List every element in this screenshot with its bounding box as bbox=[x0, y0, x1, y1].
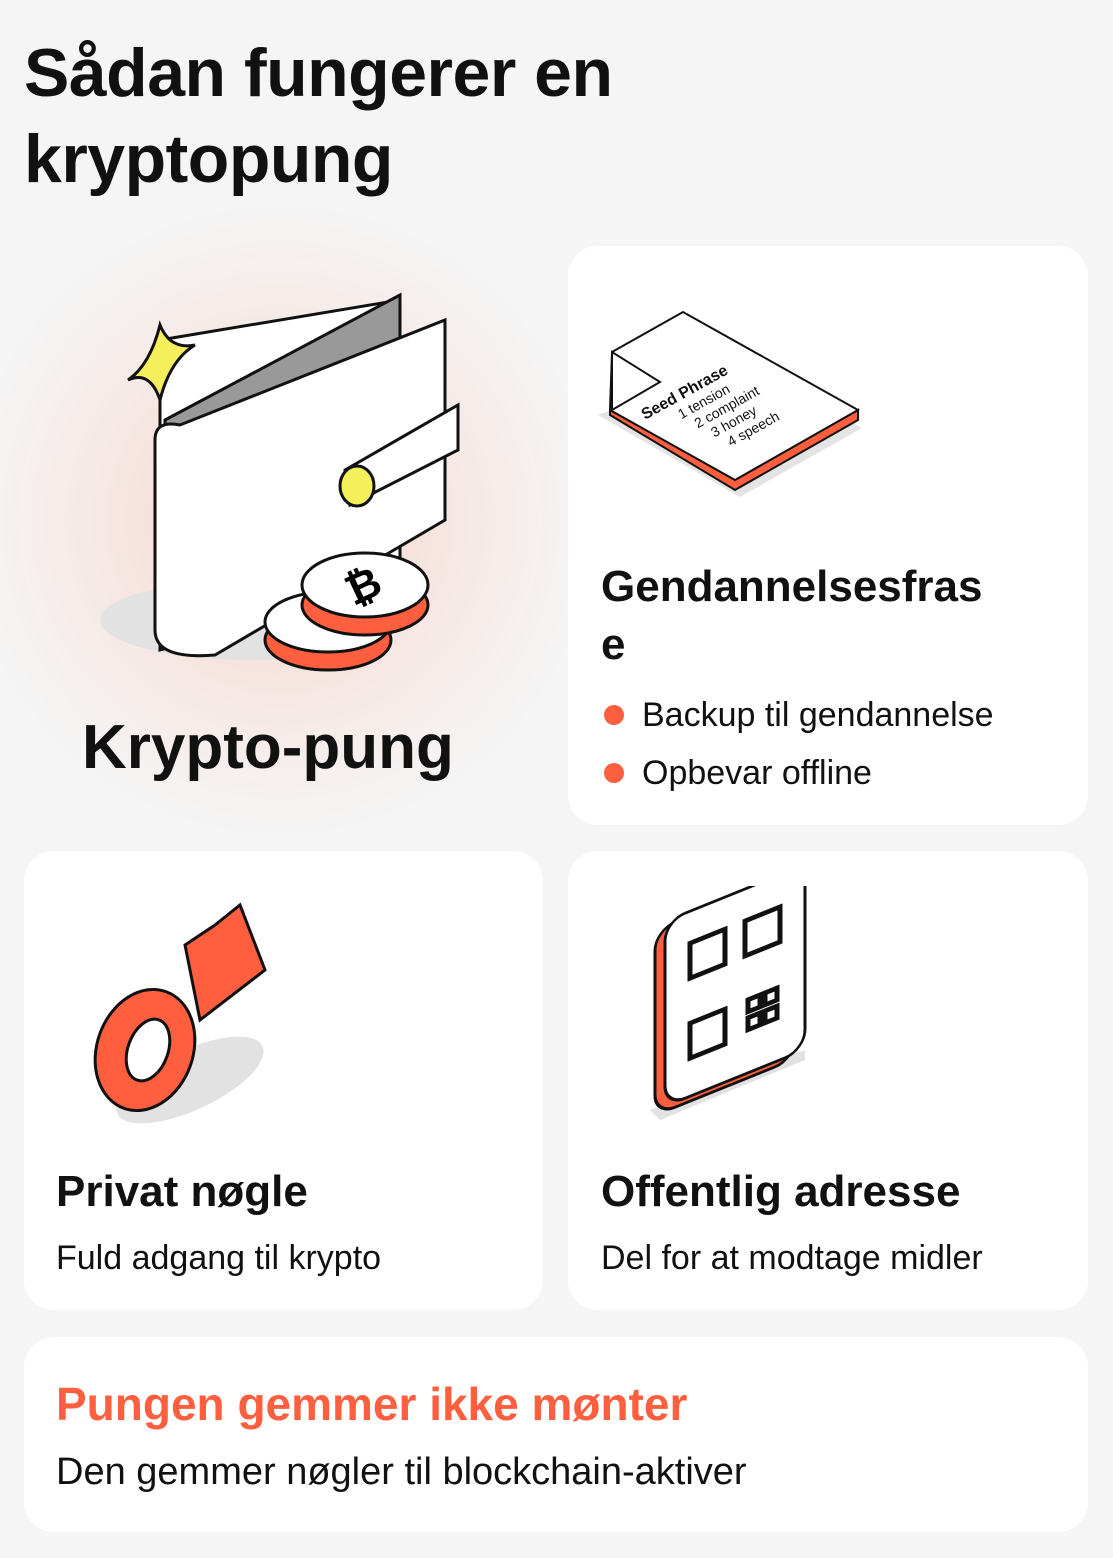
public-address-title: Offentlig adresse bbox=[601, 1167, 961, 1216]
private-key-title: Privat nøgle bbox=[56, 1167, 308, 1216]
wallet-icon: ₿ bbox=[100, 292, 460, 672]
bullet-dot-icon bbox=[604, 705, 624, 725]
seed-bullets: Backup til gendannelse Opbevar offline bbox=[604, 686, 994, 802]
public-address-card: Offentlig adresse Del for at modtage mid… bbox=[568, 851, 1088, 1310]
private-key-subtitle: Fuld adgang til krypto bbox=[56, 1239, 382, 1277]
summary-banner: Pungen gemmer ikke mønter Den gemmer nøg… bbox=[24, 1337, 1088, 1532]
key-icon bbox=[93, 902, 267, 1124]
bullet-dot-icon bbox=[604, 763, 624, 783]
private-key-card: Privat nøgle Fuld adgang til krypto bbox=[24, 851, 543, 1310]
seed-phrase-card: Seed Phrase 1 tension 2 complaint 3 hone… bbox=[568, 246, 1088, 825]
wallet-label: Krypto-pung bbox=[82, 713, 454, 782]
bullet-item: Opbevar offline bbox=[604, 744, 994, 802]
public-address-subtitle: Del for at modtage midler bbox=[601, 1239, 983, 1277]
banner-title: Pungen gemmer ikke mønter bbox=[56, 1378, 688, 1430]
page-title: Sådan fungerer en kryptopung bbox=[24, 35, 613, 197]
bullet-item: Backup til gendannelse bbox=[604, 686, 994, 744]
banner-subtitle: Den gemmer nøgler til blockchain-aktiver bbox=[56, 1451, 747, 1493]
qr-code-icon bbox=[650, 886, 807, 1120]
seed-phrase-paper-icon: Seed Phrase 1 tension 2 complaint 3 hone… bbox=[598, 310, 862, 497]
seed-card-title: Gendannelsesfrase bbox=[601, 562, 983, 669]
bitcoin-coin-icon: ₿ bbox=[263, 551, 430, 672]
